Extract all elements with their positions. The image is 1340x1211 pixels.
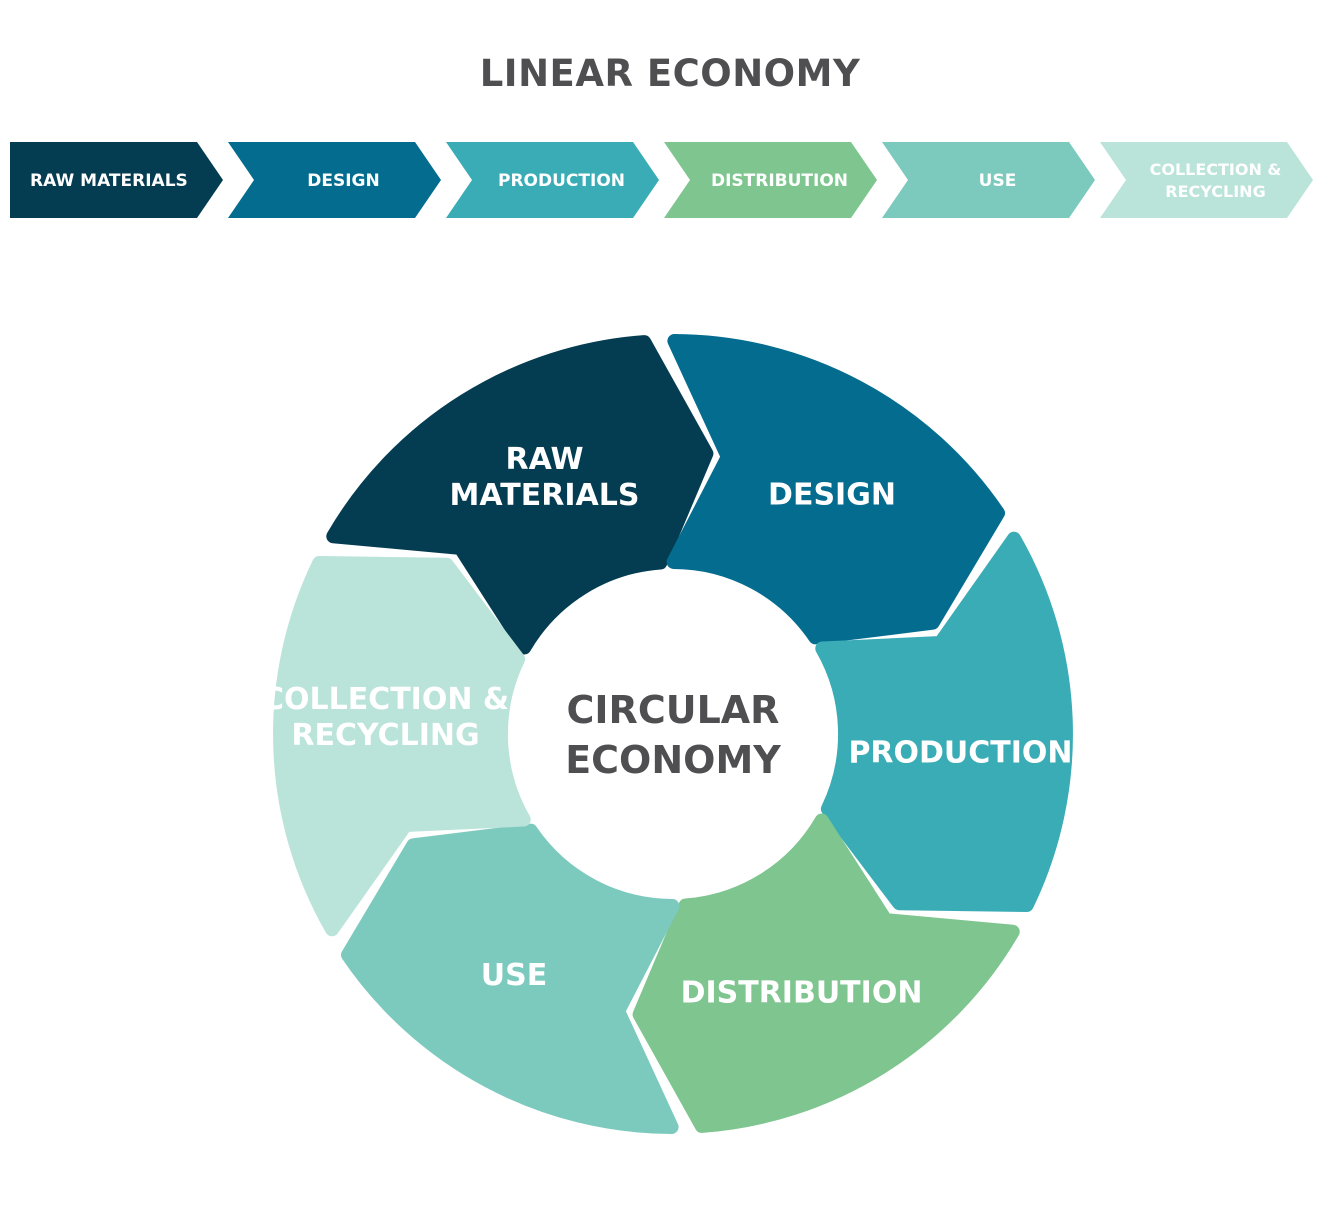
linear-step-label: DISTRIBUTION	[711, 171, 848, 191]
circular-segment-collection-recycling: COLLECTION &RECYCLING	[262, 556, 531, 937]
circular-segment-label: RECYCLING	[291, 718, 479, 753]
circular-segment-label: DESIGN	[768, 478, 896, 513]
circular-segment-shape	[273, 556, 531, 937]
circular-segment-production: PRODUCTION	[815, 531, 1073, 912]
circular-segment-label: DISTRIBUTION	[681, 976, 923, 1011]
linear-step-label: RAW MATERIALS	[30, 171, 188, 191]
linear-step-shape	[664, 142, 877, 218]
linear-step-label: DESIGN	[307, 171, 379, 191]
circular-segment-label: MATERIALS	[450, 478, 640, 513]
linear-step-production: PRODUCTION	[446, 142, 659, 218]
circular-segment-label: COLLECTION &	[262, 682, 509, 717]
circular-segment-distribution: DISTRIBUTION	[632, 813, 1020, 1133]
linear-step-label: RECYCLING	[1165, 182, 1265, 201]
circular-segment-label: USE	[481, 958, 547, 993]
linear-step-shape	[10, 142, 223, 218]
linear-step-label: USE	[979, 171, 1017, 191]
circular-segment-design: DESIGN	[666, 334, 1005, 645]
linear-flow: RAW MATERIALS DESIGN PRODUCTION DISTRIBUTIO…	[10, 142, 1313, 218]
linear-step-label: COLLECTION &	[1150, 160, 1282, 179]
linear-step-shape	[228, 142, 441, 218]
linear-step-distribution: DISTRIBUTION	[664, 142, 877, 218]
linear-step-use: USE	[882, 142, 1095, 218]
circular-segment-shape	[341, 823, 680, 1134]
circular-segment-label: PRODUCTION	[848, 735, 1072, 770]
linear-step-shape	[446, 142, 659, 218]
linear-economy-title: LINEAR ECONOMY	[479, 52, 861, 95]
circular-segment-use: USE	[341, 823, 680, 1134]
linear-step-raw-materials: RAW MATERIALS	[10, 142, 223, 218]
linear-step-shape	[882, 142, 1095, 218]
linear-step-design: DESIGN	[228, 142, 441, 218]
circular-segment-shape	[815, 531, 1073, 912]
circular-segment-shape	[326, 335, 714, 655]
linear-step-label: PRODUCTION	[498, 171, 625, 191]
linear-step-shape	[1100, 142, 1313, 218]
circular-segment-shape	[666, 334, 1005, 645]
circular-segment-label: RAW	[505, 442, 583, 477]
circular-economy-center-label: ECONOMY	[565, 738, 781, 782]
circular-economy-center-label: CIRCULAR	[567, 688, 780, 732]
linear-step-collection-recycling: COLLECTION & RECYCLING	[1100, 142, 1313, 218]
circular-segment-shape	[632, 813, 1020, 1133]
